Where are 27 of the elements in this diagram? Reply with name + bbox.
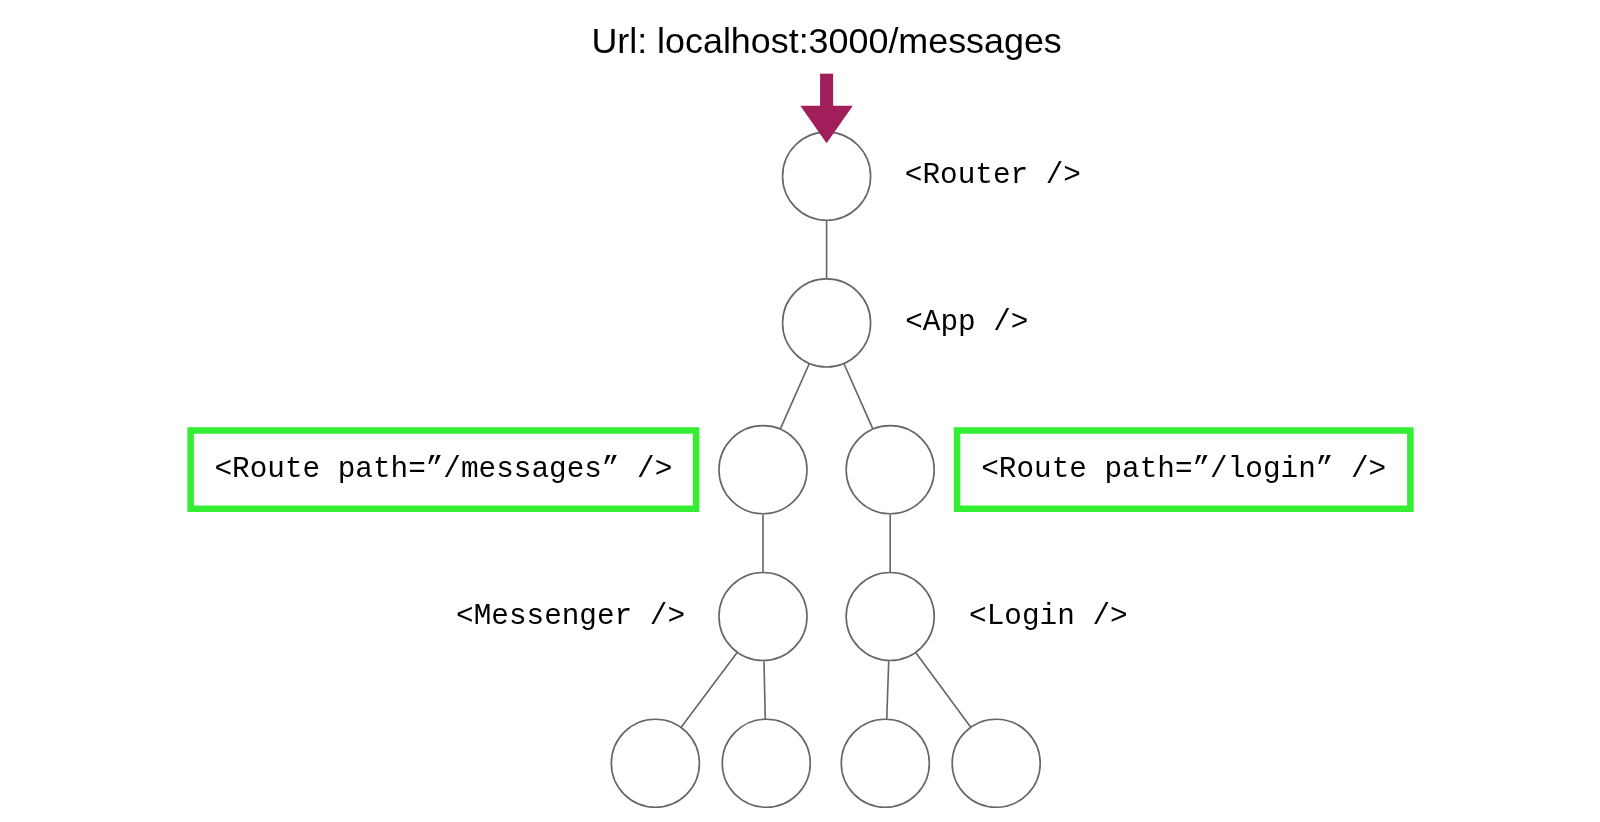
node-circle [717,424,808,515]
node-label: <Router /> [904,159,1081,193]
node-circle [610,718,700,809]
connector [825,220,827,280]
node-circle [720,718,811,809]
connector [888,513,891,574]
node-circle [839,718,930,809]
connector [679,652,738,728]
connector [842,362,874,430]
node-circle [950,718,1041,809]
node-circle [717,571,808,662]
connector [779,362,810,430]
node-circle [844,571,935,662]
node-box: <Route path=”/messages” /> [186,427,699,513]
node-circle [844,424,935,515]
connector [914,652,972,728]
node-label: <App /> [904,306,1028,340]
node-text: Url: localhost:3000/messages [590,21,1062,62]
node-label: <Login /> [968,599,1128,633]
node-label: <Messenger /> [455,599,685,633]
node-box: <Route path=”/login” /> [953,427,1414,513]
connector [885,660,890,720]
arrow [799,73,853,144]
node-circle [781,278,871,368]
connector [762,660,766,720]
node-circle [781,131,871,222]
connector [761,513,764,574]
